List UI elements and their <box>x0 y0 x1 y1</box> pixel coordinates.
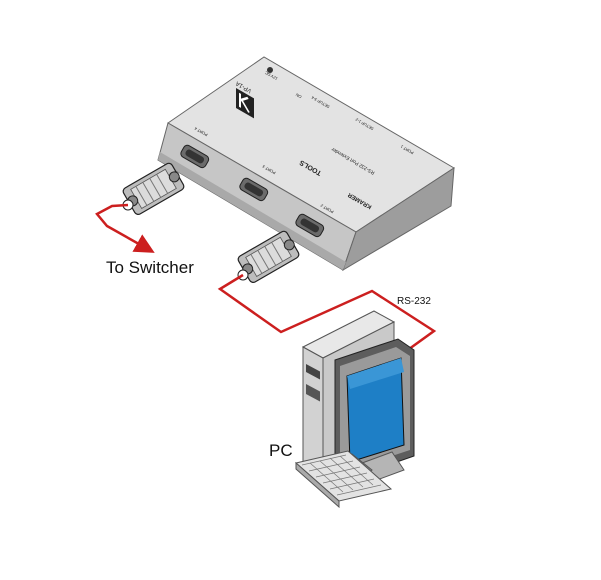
device-on-label: ON <box>295 92 303 99</box>
serial-connector-icon <box>122 162 185 215</box>
kramer-logo-icon <box>236 88 254 119</box>
to-switcher-label: To Switcher <box>106 258 194 277</box>
device-port2: PORT 2 <box>319 203 335 215</box>
device-side <box>342 167 455 272</box>
device-port3: PORT 3 <box>261 164 277 176</box>
port-3-connector <box>239 177 269 202</box>
port-4-connector <box>180 144 210 169</box>
device-port1: PORT 1 <box>399 144 415 156</box>
device-port4: PORT 4 <box>193 126 209 138</box>
keyboard-icon <box>294 450 393 509</box>
monitor-icon <box>334 338 415 485</box>
port-extender-device: VP-1A 12V DC ON SETUP 3-4 SETUP 1-2 PORT… <box>157 56 455 272</box>
cable-rs232 <box>217 273 437 359</box>
device-power-label: 12V DC <box>264 70 279 81</box>
port-2-connector <box>295 213 325 238</box>
cable-to-switcher <box>95 203 155 253</box>
power-jack-icon <box>267 67 273 73</box>
rs232-label: RS-232 <box>397 296 431 307</box>
serial-connector-icon <box>237 230 300 283</box>
pc-label: PC <box>269 441 293 460</box>
